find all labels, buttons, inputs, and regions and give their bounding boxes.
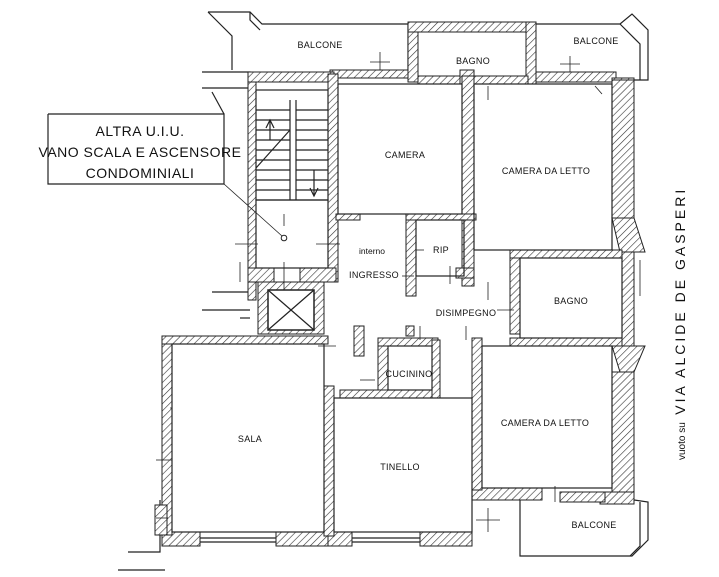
street-label: vuoto su VIA ALCIDE DE GASPERI <box>672 187 689 460</box>
common-area-line-3: CONDOMINIALI <box>86 165 195 181</box>
common-area-label: ALTRA U.I.U. VANO SCALA E ASCENSORE COND… <box>39 123 242 181</box>
room-label-cucinino: CUCININO <box>386 369 433 379</box>
callout <box>47 91 283 237</box>
room-label-bagno-right: BAGNO <box>554 296 588 306</box>
room-label-disimpegno: DISIMPEGNO <box>436 308 497 318</box>
room-label-balcone-top-right: BALCONE <box>573 36 618 46</box>
interior-lines <box>171 83 623 543</box>
room-label-tinello: TINELLO <box>380 462 420 472</box>
stair-steps <box>256 109 328 191</box>
room-label-bagno-top: BAGNO <box>456 56 490 66</box>
room-labels: BALCONE BAGNO BALCONE CAMERA CAMERA DA L… <box>238 36 618 530</box>
room-label-camera-da-letto-bottom: CAMERA DA LETTO <box>501 418 589 428</box>
room-label-ingresso: INGRESSO <box>349 270 399 280</box>
room-label-interno: interno <box>359 246 385 256</box>
common-area-line-2: VANO SCALA E ASCENSORE <box>39 144 242 160</box>
construction-lines <box>156 52 641 532</box>
street-prefix: vuoto su <box>677 422 688 460</box>
room-label-balcone-bottom: BALCONE <box>571 520 616 530</box>
common-area-line-1: ALTRA U.I.U. <box>96 123 185 139</box>
room-label-camera-da-letto-top: CAMERA DA LETTO <box>502 166 590 176</box>
street-text: vuoto su VIA ALCIDE DE GASPERI <box>672 187 689 460</box>
room-label-balcone-top-left: BALCONE <box>297 40 342 50</box>
street-name: VIA ALCIDE DE GASPERI <box>672 187 688 415</box>
room-label-camera: CAMERA <box>385 150 425 160</box>
room-label-sala: SALA <box>238 434 262 444</box>
walls <box>154 21 646 547</box>
room-label-rip: RIP <box>433 245 449 255</box>
balcony-outlines <box>118 11 649 571</box>
